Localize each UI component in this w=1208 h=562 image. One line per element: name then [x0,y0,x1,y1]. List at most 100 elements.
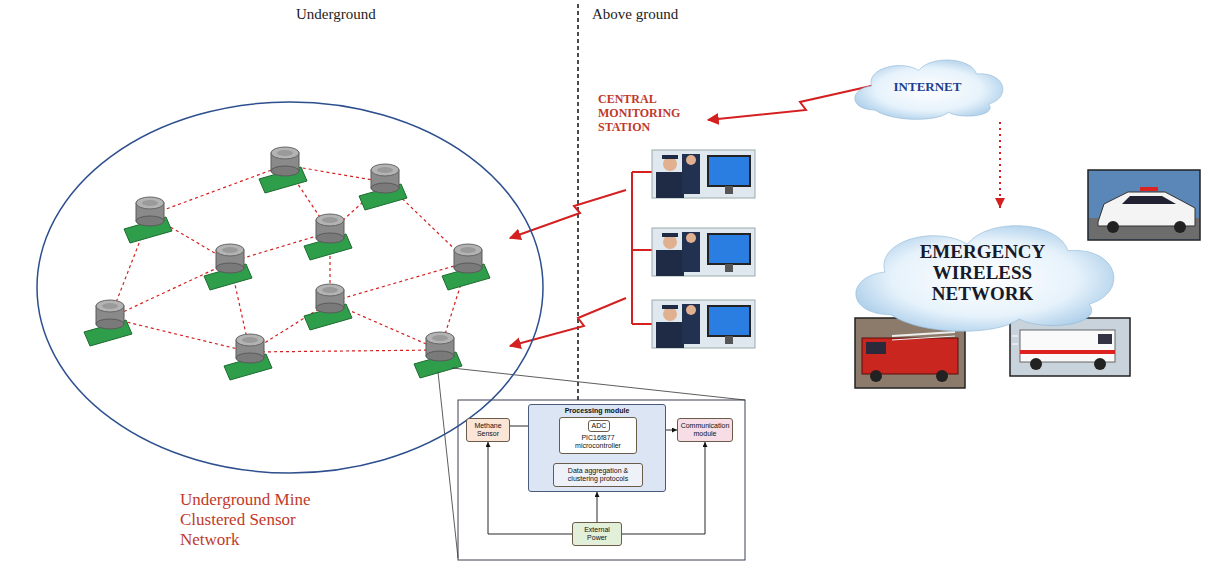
operator-body [656,250,684,276]
sensor-cap [136,197,164,209]
methane-sensor [204,244,252,290]
monitor [708,306,750,336]
module-title: Processing module [531,407,663,415]
adc-box: ADC [588,420,610,432]
sensor-board [442,264,490,290]
methane-sensor [259,147,307,193]
power-box: External Power [572,522,622,546]
sensor-body [316,233,344,243]
operator-desk [652,150,755,198]
methane-sensor [124,197,172,243]
operator-cap [662,305,678,309]
operator-head [686,233,696,243]
box-label: ADC [590,422,608,430]
sensor-cap [316,214,344,226]
box-label: External Power [575,526,619,542]
connector-arrow [666,430,677,431]
operator-head [663,157,677,171]
box-label: PIC16f877 microcontroller [562,434,634,450]
sensor-link [110,262,230,318]
sensor-board [204,264,252,290]
methane-sensor [84,300,132,346]
operator-cap [662,155,678,159]
sensor-body [371,183,399,193]
sensor-mesh [222,247,238,253]
methane-sensor [304,284,352,330]
module-box: Processing modulePIC16f877 microcontroll… [528,404,666,492]
inset-frame [458,400,745,560]
sensor-cap [371,164,399,176]
sensor-mesh [377,167,393,173]
monitor-stand [725,336,733,344]
monitor [708,234,750,264]
desk-photo [652,228,755,276]
monitor-stand [725,264,733,272]
sensor-body [96,319,124,329]
cluster-outline [37,102,543,473]
connector-arrow [597,492,598,522]
operator-body [682,304,700,344]
methane-sensor [359,164,407,210]
sensor-board [304,304,352,330]
operator-head [663,235,677,249]
desk-photo [652,300,755,348]
region-label: Underground [296,6,376,23]
sensor-mesh [277,150,293,156]
station-label: CENTRAL MONITORING STATION [598,92,698,134]
leader-line [438,372,458,558]
sensor-mesh [432,335,448,341]
sensor-board [359,184,407,210]
methane-sensor [414,332,462,378]
station-bus [632,172,652,324]
methane-sensor [442,244,490,290]
internet-cloud: INTERNET [840,50,1015,122]
sensor-board [84,320,132,346]
operator-body [656,322,684,348]
sensor-body [271,166,299,176]
sensor-cap [236,334,264,346]
cluster-title: Underground Mine Clustered Sensor Networ… [180,490,350,550]
cloud-outline [855,60,1003,119]
sensor-cap [454,244,482,256]
operator-desk [652,228,755,276]
police-car-photo [1088,170,1200,240]
protocol-box: Data aggregation & clustering protocols [553,463,643,487]
cloud-outline [856,226,1114,332]
sensor-cap [316,284,344,296]
mcu-box: PIC16f877 microcontroller ADC [559,417,637,454]
box-label: Communication module [680,422,730,438]
sensor-group [84,147,490,380]
sensor-link [110,318,250,352]
sensor-links [110,165,468,352]
methane-sensor [304,214,352,260]
sensor-cap [271,147,299,159]
sensor-link [250,350,440,352]
connector-arrow [999,122,1001,208]
operator-body [682,232,700,272]
sensor-body [216,263,244,273]
sensor-board [304,234,352,260]
sensor-body [454,263,482,273]
monitor [708,156,750,186]
operator-body [656,172,684,198]
cloud-label: INTERNET [894,79,962,94]
sensor-mesh [102,303,118,309]
methane-sensor [224,334,272,380]
wireless-link [510,190,626,238]
comm-box: Communication module [677,418,733,442]
sensor-mesh [322,217,338,223]
cloud-label: EMERGENCY WIRELESS NETWORK [893,241,1073,304]
sensor-body [236,353,264,363]
sensor-body [316,303,344,313]
operator-head [686,155,696,165]
sensor-board [124,217,172,243]
sensor-cap [426,332,454,344]
sensor-mesh [142,200,158,206]
sensor-mesh [322,287,338,293]
sensor-cap [216,244,244,256]
ambulance-photo [1010,318,1130,376]
operator-cap [662,233,678,237]
box-label: Methane Sensor [469,422,507,438]
operator-desk [652,300,755,348]
operator-head [686,305,696,315]
